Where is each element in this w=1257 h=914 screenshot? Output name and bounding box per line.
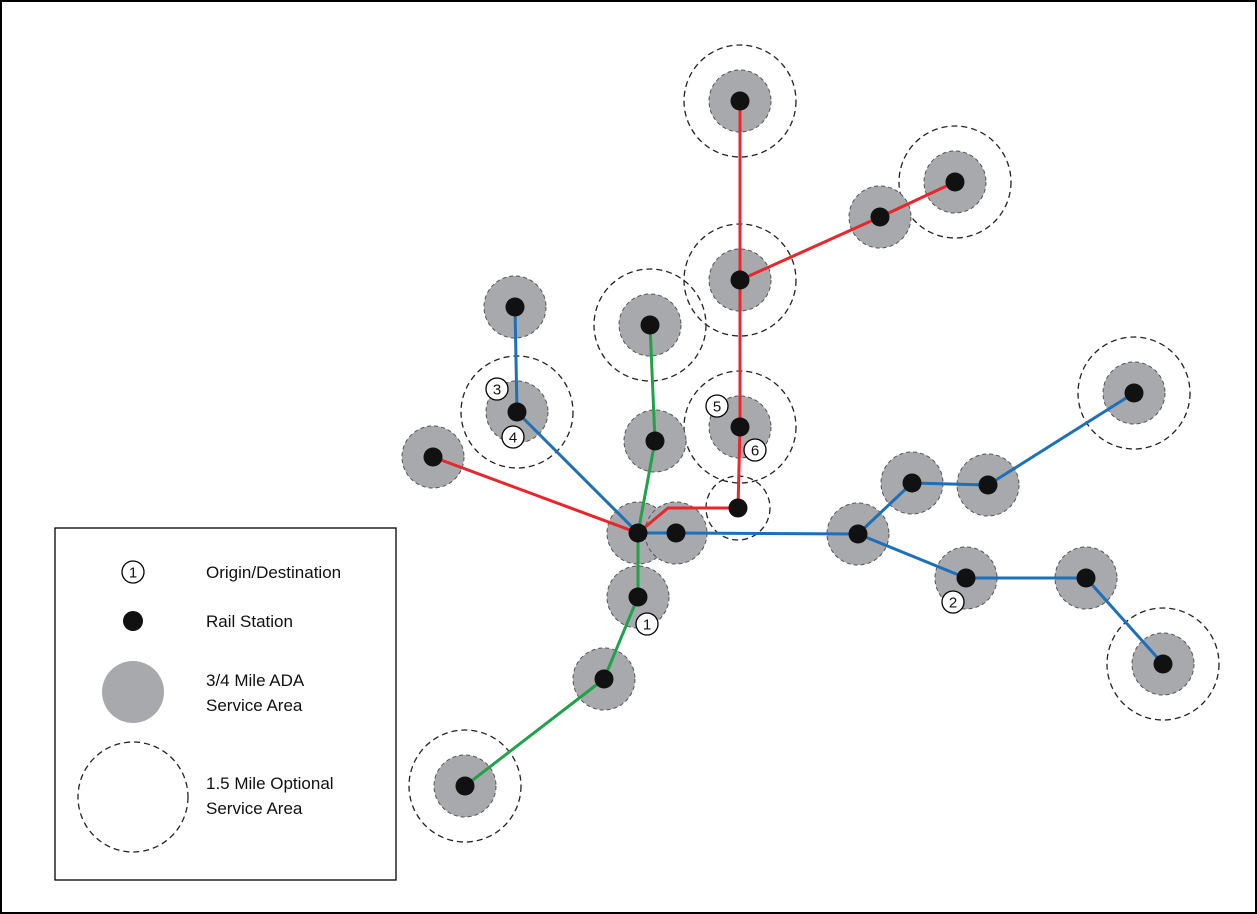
- rail-station-green0: [594, 669, 614, 689]
- rail-station-smallred: [728, 498, 748, 518]
- rail-station-se3: [1153, 654, 1173, 674]
- legend-od-symbol: 1: [121, 560, 145, 584]
- rail-station-e2: [902, 473, 922, 493]
- legend-od-symbol-label: 1: [129, 565, 137, 582]
- od-label-3: 3: [493, 382, 501, 399]
- rail-station-ne1: [870, 207, 890, 227]
- rail-station-se1: [956, 568, 976, 588]
- red-line-segment-0: [736, 101, 742, 509]
- optional-service-area-green3: [593, 268, 707, 382]
- od-marker-4: 4: [501, 425, 525, 449]
- od-label-4: 4: [509, 430, 517, 447]
- optional-service-area-top: [683, 44, 797, 158]
- rail-station-e1: [848, 524, 868, 544]
- legend-optional-label-line2: Service Area: [206, 799, 303, 818]
- rail-station-blue4: [505, 297, 525, 317]
- red-line-segment-2: [432, 455, 639, 535]
- rail-station-e4: [1124, 383, 1144, 403]
- od-label-1: 1: [643, 617, 651, 634]
- rail-station-red6: [423, 447, 443, 467]
- rail-station-green1: [628, 587, 648, 607]
- legend: 1 Origin/Destination Rail Station 3/4 Mi…: [54, 527, 397, 881]
- legend-ada-label-line1: 3/4 Mile ADA: [206, 671, 305, 690]
- red-line-segment-3: [637, 506, 738, 535]
- legend-optional-area-icon: [77, 741, 189, 853]
- optional-service-area-ne2: [898, 125, 1012, 239]
- rail-station-green2: [645, 431, 665, 451]
- rail-station-mid: [730, 270, 750, 290]
- green-line-segment-0: [464, 324, 657, 788]
- legend-ada-area-icon: [102, 661, 164, 723]
- od-label-5: 5: [713, 399, 721, 416]
- legend-ada-label-line2: Service Area: [206, 696, 303, 715]
- rail-station-green3: [640, 315, 660, 335]
- rail-station-hub2: [666, 523, 686, 543]
- od-marker-3: 3: [485, 377, 509, 401]
- rail-stations: [423, 91, 1173, 796]
- od-label-2: 2: [949, 595, 957, 612]
- rail-station-hub: [628, 523, 648, 543]
- od-marker-1: 1: [635, 612, 659, 636]
- od-marker-5: 5: [705, 394, 729, 418]
- rail-station-od56: [730, 417, 750, 437]
- od-label-6: 6: [751, 443, 759, 460]
- legend-od-label: Origin/Destination: [206, 563, 341, 582]
- rail-station-sw: [455, 776, 475, 796]
- rail-station-e3: [978, 475, 998, 495]
- legend-rail-station-label: Rail Station: [206, 612, 293, 631]
- legend-rail-station-icon: [123, 611, 143, 631]
- optional-service-area-e4: [1077, 336, 1191, 450]
- rail-station-top: [730, 91, 750, 111]
- od-marker-6: 6: [743, 438, 767, 462]
- od-marker-2: 2: [941, 590, 965, 614]
- legend-optional-label-line1: 1.5 Mile Optional: [206, 774, 334, 793]
- rail-station-od34: [507, 402, 527, 422]
- blue-line-segment-2: [857, 532, 1165, 666]
- optional-service-area-se3: [1106, 607, 1220, 721]
- rail-station-ne2: [945, 172, 965, 192]
- rail-station-se2: [1076, 568, 1096, 588]
- optional-service-area-sw: [408, 729, 522, 843]
